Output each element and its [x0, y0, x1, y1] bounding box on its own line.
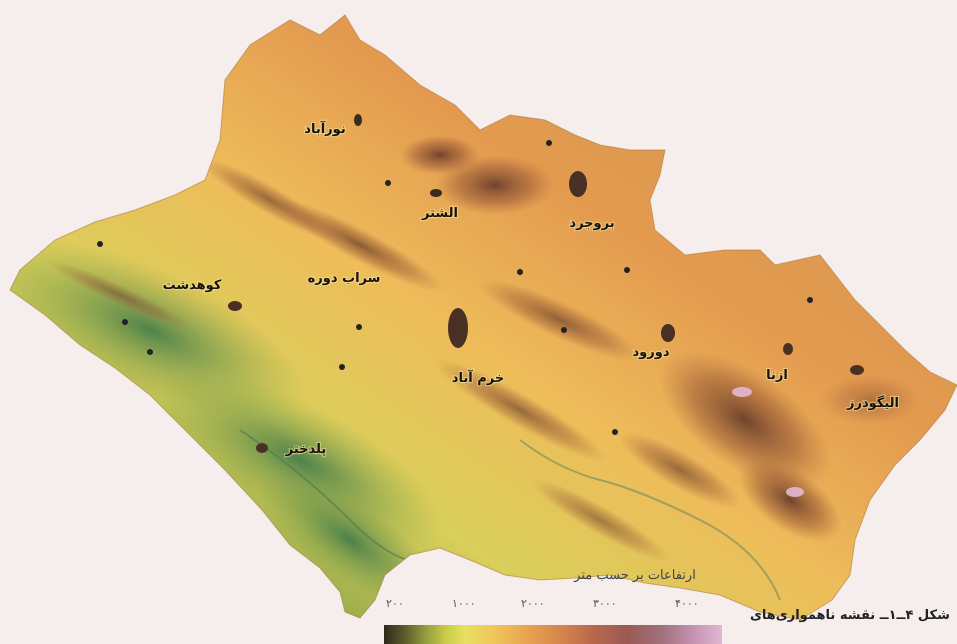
village-dot: [517, 269, 523, 275]
village-dot: [612, 429, 618, 435]
city-label-borujerd: بروجرد: [569, 216, 614, 231]
village-dot: [561, 327, 567, 333]
city-label-dorud: دورود: [633, 345, 670, 360]
village-dot: [546, 140, 552, 146]
village-dot: [356, 324, 362, 330]
village-dot: [385, 180, 391, 186]
legend-tick-label: ۳۰۰۰: [593, 597, 617, 610]
city-marker-aligudarz: [850, 365, 864, 375]
legend-tick-label: ۲۰۰۰: [521, 597, 545, 610]
legend-tick-label: ۱۰۰۰: [452, 597, 476, 610]
city-label-aleshtar: الشتر: [421, 206, 458, 221]
city-marker-aleshtar: [430, 189, 442, 197]
city-markers: [97, 114, 864, 453]
village-dot: [122, 319, 128, 325]
city-label-khorramabad: خرم آباد: [452, 369, 504, 386]
village-dot: [339, 364, 345, 370]
village-dot: [807, 297, 813, 303]
city-label-sarab-dowreh: سراب دوره: [308, 271, 381, 286]
city-marker-nurabad: [354, 114, 362, 126]
elevation-color-scale: [384, 625, 722, 644]
city-marker-kuhdasht: [228, 301, 242, 311]
city-label-aligudarz: الیگودرز: [846, 395, 899, 411]
city-marker-dorud: [661, 324, 675, 342]
figure-caption: شکل ۴ــ۱ــ نقشه ناهمواری‌های: [750, 608, 950, 623]
village-dot: [624, 267, 630, 273]
legend-tick-label: ۴۰۰۰: [675, 597, 699, 610]
city-marker-borujerd: [569, 171, 587, 197]
city-marker-khorramabad: [448, 308, 468, 348]
city-label-nurabad: نورآباد: [304, 120, 345, 137]
city-label-poldokhtar: پلدختر: [285, 442, 326, 457]
village-dot: [147, 349, 153, 355]
city-label-azna: ازنا: [766, 368, 788, 383]
city-marker-poldokhtar: [256, 443, 268, 453]
city-label-kuhdasht: کوهدشت: [163, 278, 222, 293]
legend-title: ارتفاعات بر حسب متر: [574, 568, 696, 583]
village-dot: [97, 241, 103, 247]
city-marker-azna: [783, 343, 793, 355]
legend-tick-label: ۲۰۰: [386, 597, 404, 610]
